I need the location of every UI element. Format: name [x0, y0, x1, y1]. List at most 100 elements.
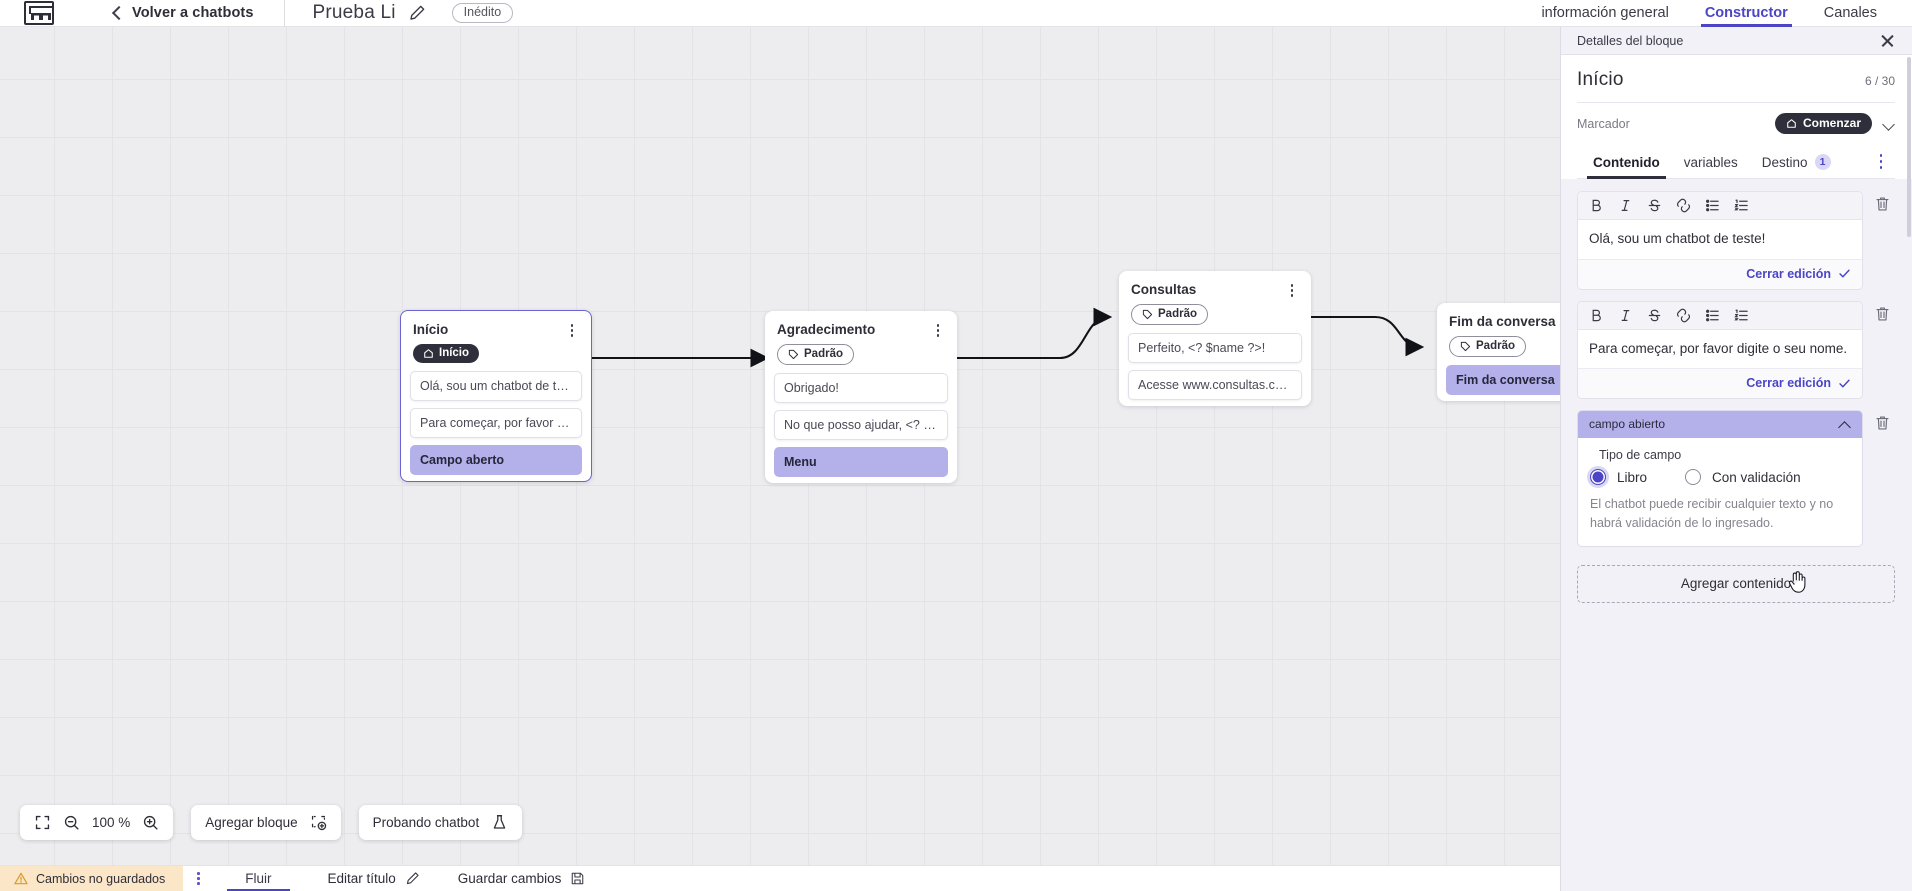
check-icon[interactable] — [1838, 377, 1851, 390]
bullet-list-icon[interactable] — [1705, 198, 1720, 213]
tag-icon — [1142, 309, 1153, 319]
editor-text[interactable]: Para começar, por favor digite o seu nom… — [1578, 329, 1862, 370]
radio-libro[interactable] — [1590, 469, 1606, 486]
flow-node-fim-da-conversa[interactable]: Fim da conversa Padrão Fim da conversa — [1437, 303, 1560, 401]
numbered-list-icon[interactable] — [1734, 198, 1749, 213]
node-tag-start: Início — [413, 344, 480, 363]
strikethrough-icon[interactable] — [1647, 198, 1662, 213]
bottom-tab-fluir[interactable]: Fluir — [227, 866, 290, 891]
bold-icon[interactable] — [1589, 308, 1604, 323]
editor-toolbar — [1578, 301, 1862, 330]
rich-text-editor-1[interactable]: Olá, sou um chatbot de teste! Cerrar edi… — [1577, 191, 1863, 290]
panel-more-menu-icon[interactable] — [1867, 154, 1895, 169]
trash-icon — [1875, 416, 1889, 430]
node-item[interactable]: Olá, sou um chatbot de teste! — [410, 371, 582, 401]
field-hint-text: El chatbot puede recibir cualquier texto… — [1590, 497, 1834, 530]
bold-icon[interactable] — [1589, 198, 1604, 213]
node-title: Fim da conversa — [1449, 314, 1556, 329]
field-card-body: Tipo de campo Libro Con validación El ch… — [1578, 438, 1862, 546]
zoom-controls: 100 % — [20, 805, 174, 840]
strikethrough-icon[interactable] — [1647, 308, 1662, 323]
flow-node-agradecimento[interactable]: Agradecimento Padrão Obrigado! No que po… — [765, 311, 957, 483]
tab-constructor[interactable]: Constructor — [1700, 0, 1792, 27]
flow-canvas[interactable]: Início Início Olá, sou um chatbot de tes… — [0, 27, 1560, 865]
tab-canales[interactable]: Canales — [1823, 5, 1877, 21]
close-icon[interactable] — [1880, 33, 1895, 48]
node-item[interactable]: Perfeito, <? $name ?>! — [1128, 333, 1302, 363]
close-edit-link[interactable]: Cerrar edición — [1746, 266, 1831, 281]
node-tag-default: Padrão — [1131, 304, 1208, 325]
node-menu-icon[interactable] — [930, 322, 946, 337]
field-card-header[interactable]: campo abierto — [1578, 411, 1862, 439]
panel-tab-destino[interactable]: Destino 1 — [1750, 145, 1843, 178]
content-card-row: Olá, sou um chatbot de teste! Cerrar edi… — [1577, 191, 1895, 290]
test-chatbot-label: Probando chatbot — [372, 815, 480, 830]
field-card-row: campo abierto Tipo de campo Libro Con va… — [1577, 410, 1895, 547]
add-block-button[interactable]: Agregar bloque — [191, 805, 341, 840]
panel-tab-variables[interactable]: variables — [1672, 146, 1750, 178]
panel-tab-badge: 1 — [1814, 154, 1831, 170]
link-icon[interactable] — [1676, 308, 1691, 323]
zoom-out-icon[interactable] — [63, 814, 80, 831]
flow-node-consultas[interactable]: Consultas Padrão Perfeito, <? $name ?>! … — [1119, 271, 1311, 406]
fit-screen-icon[interactable] — [34, 814, 51, 831]
node-header: Consultas — [1119, 271, 1311, 297]
check-icon[interactable] — [1838, 267, 1851, 280]
trash-icon — [1875, 307, 1889, 321]
radio-con-validacion[interactable] — [1685, 469, 1702, 486]
node-item[interactable]: Para começar, por favor digite o ... — [410, 408, 582, 438]
italic-icon[interactable] — [1618, 198, 1633, 213]
zoom-in-icon[interactable] — [142, 814, 159, 831]
add-block-label: Agregar bloque — [205, 815, 298, 830]
bottom-menu-icon[interactable] — [183, 872, 213, 885]
chevron-up-icon[interactable] — [1838, 418, 1851, 431]
node-header: Fim da conversa — [1437, 303, 1560, 329]
bottom-bar: Cambios no guardados Fluir Editar título… — [0, 865, 1560, 891]
node-items: Fim da conversa — [1437, 357, 1560, 395]
editor-footer: Cerrar edición — [1578, 369, 1862, 399]
node-item[interactable]: No que posso ajudar, <? $name ... — [774, 410, 948, 440]
node-item[interactable]: Fim da conversa — [1446, 365, 1560, 395]
italic-icon[interactable] — [1618, 308, 1633, 323]
panel-body: Olá, sou um chatbot de teste! Cerrar edi… — [1561, 179, 1912, 891]
add-content-button[interactable]: Agregar contenido — [1577, 564, 1895, 603]
node-item[interactable]: Campo aberto — [410, 445, 582, 475]
save-changes-button[interactable]: Guardar cambios — [458, 871, 586, 886]
node-item[interactable]: Acesse www.consultas.com par... — [1128, 370, 1302, 400]
link-icon[interactable] — [1676, 198, 1691, 213]
flow-node-inicio[interactable]: Início Início Olá, sou um chatbot de tes… — [400, 310, 592, 482]
app-logo-icon[interactable] — [24, 1, 54, 25]
unsaved-changes-badge: Cambios no guardados — [0, 865, 184, 891]
delete-content-button-1[interactable] — [1869, 191, 1895, 212]
node-menu-icon[interactable] — [1284, 282, 1300, 297]
bullet-list-icon[interactable] — [1705, 308, 1720, 323]
radio-con-validacion-label: Con validación — [1712, 469, 1801, 485]
delete-field-button[interactable] — [1869, 410, 1895, 431]
edit-pencil-icon[interactable] — [408, 4, 426, 22]
chevron-down-icon[interactable] — [1882, 117, 1895, 130]
tab-informacion-general[interactable]: información general — [1541, 5, 1669, 21]
marcador-chip[interactable]: Comenzar — [1774, 113, 1872, 134]
home-icon — [424, 348, 433, 358]
node-item[interactable]: Obrigado! — [774, 373, 948, 403]
back-to-chatbots-link[interactable]: Volver a chatbots — [132, 5, 254, 21]
rich-text-editor-2[interactable]: Para começar, por favor digite o seu nom… — [1577, 300, 1863, 400]
panel-tab-label: Destino — [1761, 154, 1808, 170]
numbered-list-icon[interactable] — [1734, 308, 1749, 323]
test-chatbot-button[interactable]: Probando chatbot — [358, 805, 523, 840]
back-chevron-icon[interactable] — [110, 6, 124, 20]
panel-tab-label: Contenido — [1593, 154, 1660, 170]
node-item[interactable]: Menu — [774, 447, 948, 477]
edit-title-button[interactable]: Editar título — [328, 871, 420, 886]
divider — [283, 0, 285, 27]
panel-tabs: Contenido variables Destino 1 — [1577, 145, 1895, 179]
node-menu-icon[interactable] — [564, 322, 580, 337]
node-header: Início — [401, 311, 591, 337]
panel-scrollbar[interactable] — [1907, 57, 1911, 237]
delete-content-button-2[interactable] — [1869, 301, 1895, 322]
page-title: Prueba Li — [312, 2, 396, 23]
close-edit-link[interactable]: Cerrar edición — [1746, 376, 1831, 391]
editor-text[interactable]: Olá, sou um chatbot de teste! — [1578, 220, 1862, 260]
panel-tab-contenido[interactable]: Contenido — [1581, 146, 1672, 179]
